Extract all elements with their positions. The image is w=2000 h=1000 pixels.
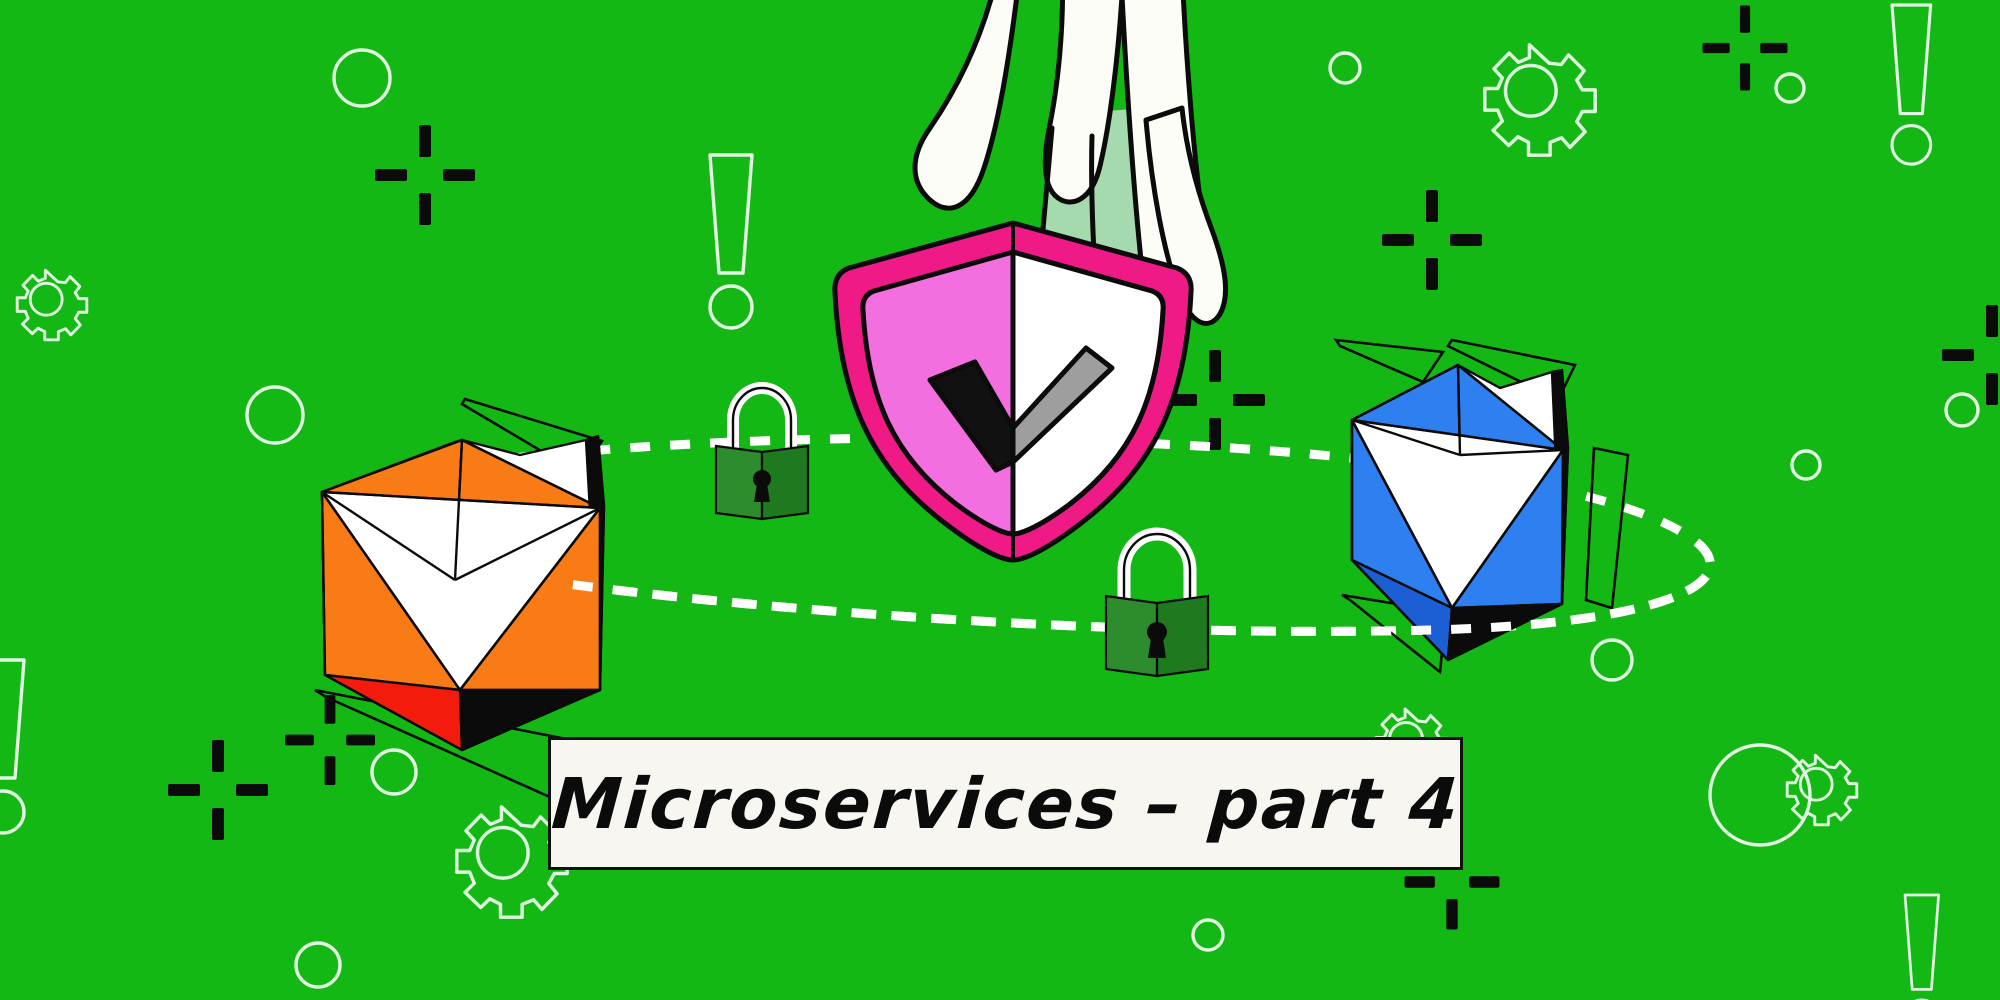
circle-icon bbox=[1328, 51, 1362, 85]
circle-icon bbox=[1790, 449, 1822, 481]
circle-icon bbox=[294, 941, 342, 989]
crosshair-icon bbox=[1702, 5, 1788, 91]
crosshair-icon bbox=[1942, 305, 1998, 405]
padlock-left bbox=[714, 382, 810, 521]
orange-icosahedron bbox=[314, 397, 606, 808]
exclamation-icon bbox=[0, 658, 26, 835]
gear-icon bbox=[457, 807, 567, 917]
crosshair-icon bbox=[285, 695, 375, 785]
crosshair-icon bbox=[1382, 190, 1482, 290]
crosshair-icon bbox=[1165, 350, 1265, 450]
gear-icon bbox=[17, 270, 87, 340]
page-title: Microservices – part 4 bbox=[548, 762, 1463, 845]
decor-circles bbox=[245, 48, 1980, 989]
padlock-right bbox=[1104, 527, 1210, 678]
title-plate: Microservices – part 4 bbox=[548, 737, 1463, 870]
decor-crosshairs bbox=[168, 5, 1998, 930]
blue-icosahedron bbox=[1333, 338, 1630, 675]
decor-exclamations bbox=[0, 3, 1940, 1000]
exclamation-icon bbox=[1890, 3, 1933, 166]
circle-icon bbox=[332, 48, 392, 108]
hand-palm bbox=[912, 0, 1019, 211]
exclamation-icon bbox=[708, 153, 754, 330]
gear-icon bbox=[1485, 45, 1595, 155]
hand-finger bbox=[1143, 105, 1229, 326]
dashed-orbit-front bbox=[559, 541, 1715, 636]
circle-icon bbox=[370, 748, 418, 796]
padlock-keyhole bbox=[753, 470, 771, 502]
circle-icon bbox=[1590, 638, 1634, 682]
circle-icon bbox=[1191, 918, 1225, 952]
circle-icon bbox=[1774, 72, 1806, 104]
circle-icon bbox=[245, 385, 305, 445]
padlock-keyhole bbox=[1147, 622, 1167, 658]
crosshair-icon bbox=[168, 740, 268, 840]
circle-icon bbox=[1708, 743, 1812, 847]
security-shield bbox=[832, 220, 1194, 563]
crosshair-icon bbox=[375, 125, 475, 225]
gear-icon bbox=[1787, 755, 1857, 825]
circle-icon bbox=[1944, 392, 1980, 428]
check-mark-light bbox=[1010, 345, 1115, 465]
